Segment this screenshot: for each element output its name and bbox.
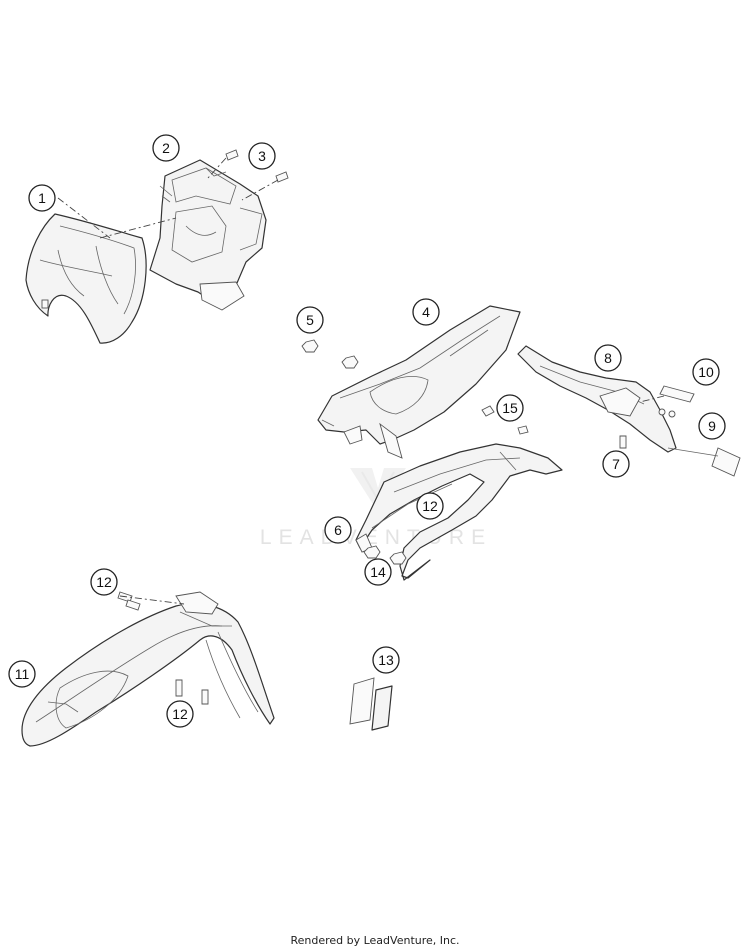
svg-text:13: 13 [378, 652, 394, 668]
svg-text:14: 14 [370, 564, 386, 580]
callout-11[interactable]: 11 [8, 660, 36, 688]
screw-15b [517, 425, 529, 435]
fender-bolt-12c [175, 679, 209, 705]
svg-text:3: 3 [258, 148, 266, 164]
callout-7[interactable]: 7 [602, 450, 630, 478]
rivet-9 [658, 408, 676, 418]
leader-line [57, 197, 111, 239]
svg-text:9: 9 [708, 418, 716, 434]
svg-text:12: 12 [96, 574, 112, 590]
callout-15[interactable]: 15 [496, 394, 524, 422]
nut-5a [301, 339, 319, 353]
svg-text:15: 15 [502, 400, 518, 416]
callout-8[interactable]: 8 [594, 344, 622, 372]
callout-10[interactable]: 10 [692, 358, 720, 386]
svg-text:10: 10 [698, 364, 714, 380]
leader-line [207, 157, 227, 179]
leader-line [119, 595, 185, 605]
headlight-mask [25, 213, 147, 344]
callout-12-fender-top[interactable]: 12 [90, 568, 118, 596]
callout-12-rear[interactable]: 12 [416, 492, 444, 520]
front-fender [21, 591, 275, 747]
svg-text:5: 5 [306, 312, 314, 328]
svg-text:11: 11 [15, 666, 30, 682]
callout-2[interactable]: 2 [152, 134, 180, 162]
plate-bracket-10 [659, 385, 695, 403]
callout-12-fender-bottom[interactable]: 12 [166, 700, 194, 728]
svg-text:12: 12 [172, 706, 188, 722]
license-plate-holder [517, 345, 741, 477]
side-cover [355, 443, 563, 581]
callout-5[interactable]: 5 [296, 306, 324, 334]
leader-line [241, 179, 279, 201]
screw-7 [619, 435, 627, 449]
callout-13[interactable]: 13 [372, 646, 400, 674]
svg-text:7: 7 [612, 456, 620, 472]
svg-text:4: 4 [422, 304, 430, 320]
screw-15a [481, 405, 495, 417]
callout-9[interactable]: 9 [698, 412, 726, 440]
callout-1[interactable]: 1 [28, 184, 56, 212]
nut-5b [341, 355, 359, 369]
screw-hardware-2 [225, 149, 239, 161]
fender-bolt-12a [117, 591, 141, 611]
svg-text:8: 8 [604, 350, 612, 366]
callout-4[interactable]: 4 [412, 298, 440, 326]
callout-3[interactable]: 3 [248, 142, 276, 170]
callout-6[interactable]: 6 [324, 516, 352, 544]
svg-text:1: 1 [38, 190, 46, 206]
svg-text:2: 2 [162, 140, 170, 156]
callout-14[interactable]: 14 [364, 558, 392, 586]
svg-text:6: 6 [334, 522, 342, 538]
nut-14 [363, 545, 407, 565]
leader-line [639, 395, 665, 403]
headlight-holder [149, 159, 267, 311]
leader-line [99, 217, 177, 239]
footer-credit: Rendered by LeadVenture, Inc. [290, 934, 460, 947]
svg-text:12: 12 [422, 498, 438, 514]
rear-fender [317, 305, 521, 459]
adhesive-pads [349, 677, 393, 731]
